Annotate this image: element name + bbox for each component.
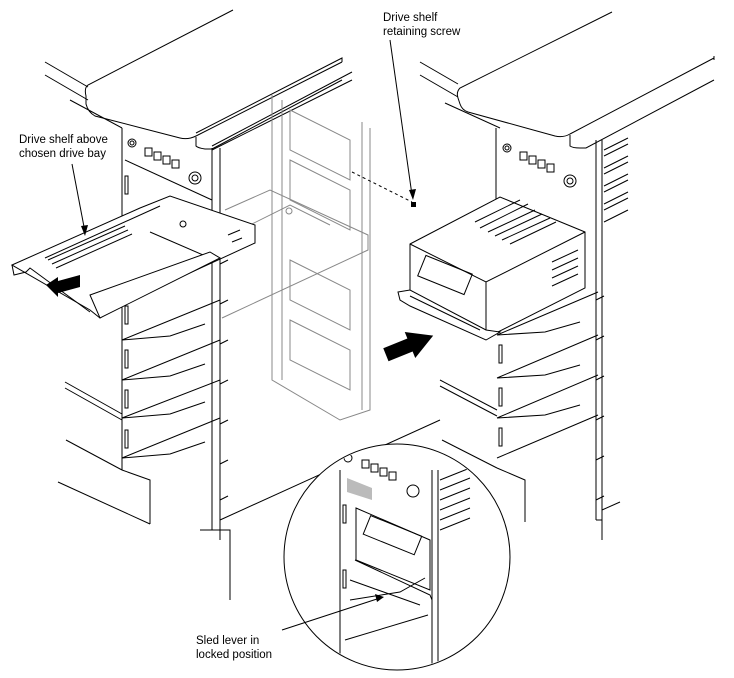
callout-line: Drive shelf: [383, 12, 438, 24]
callout-line: Sled lever in: [196, 635, 260, 647]
retaining-screw-leader: [351, 39, 416, 207]
screw-icon: [411, 202, 416, 207]
callout-line: Drive shelf above: [19, 134, 108, 146]
internal-frame-ghost: [221, 95, 371, 421]
callout-sled-lever: Sled lever in locked position: [196, 634, 272, 662]
push-arrow-icon: [383, 332, 434, 362]
drive-unit: [397, 196, 586, 341]
right-chassis: [419, 11, 715, 540]
detail-circle: [283, 443, 511, 671]
callout-line: chosen drive bay: [19, 148, 106, 160]
callout-line: locked position: [196, 649, 273, 661]
callout-drive-shelf: Drive shelf above chosen drive bay: [19, 133, 108, 161]
left-chassis: [44, 9, 441, 600]
drive-shelf-leader: [71, 163, 88, 236]
callout-retaining-screw: Drive shelf retaining screw: [383, 11, 460, 39]
callout-line: retaining screw: [383, 26, 461, 38]
sled-lever-leader: [281, 594, 384, 631]
drive-shelf: [10, 195, 256, 319]
pull-arrow-icon: [46, 275, 80, 297]
